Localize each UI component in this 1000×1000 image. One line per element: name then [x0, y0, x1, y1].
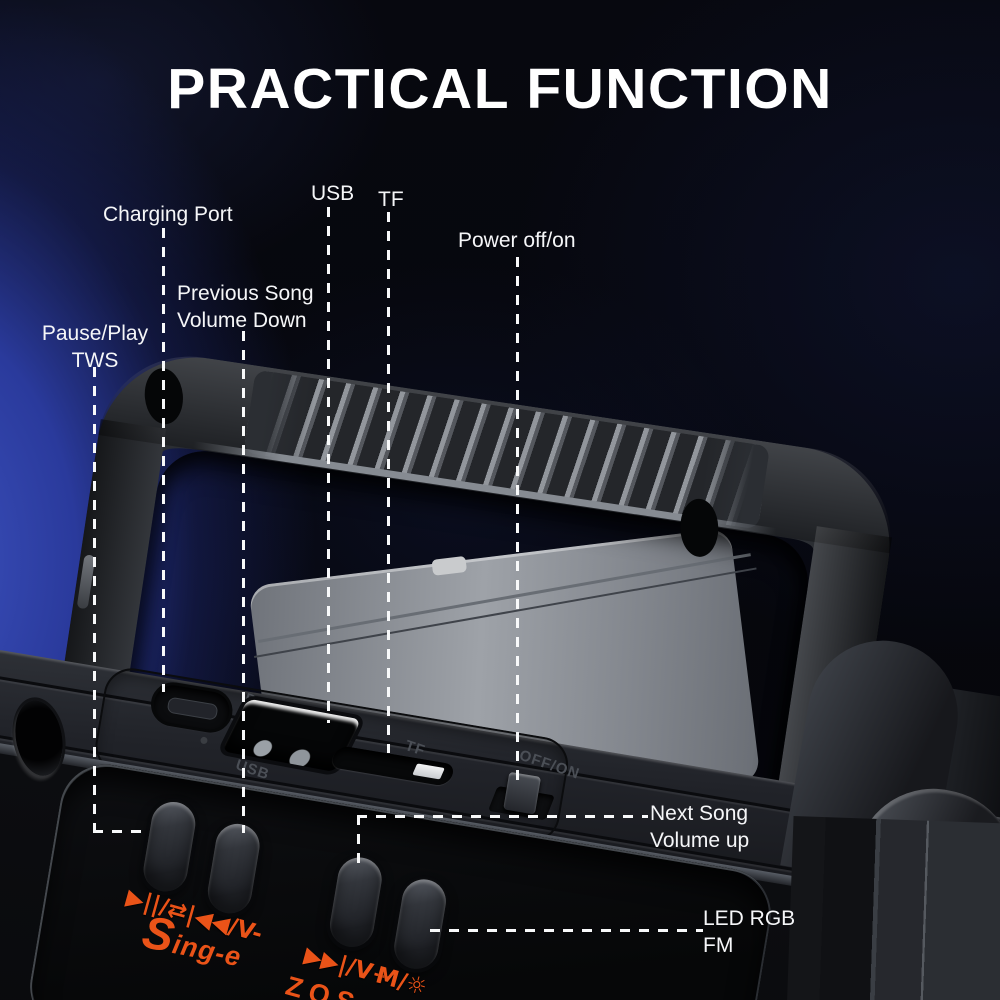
right-side-panels	[786, 816, 1000, 1000]
callout-led-rgb-line1: LED RGB	[703, 907, 796, 930]
callout-line-power	[516, 257, 519, 781]
callout-line-led-rgb	[430, 929, 703, 932]
callout-line-next-song-h	[357, 815, 648, 818]
callout-next-song-line1: Next Song	[650, 802, 749, 825]
callout-pause-play-line1: Pause/Play	[41, 322, 149, 345]
callout-line-usb	[327, 207, 330, 723]
callout-next-song-line2: Volume up	[650, 829, 750, 852]
callout-tf: TF	[378, 188, 404, 211]
callout-line-tf	[387, 212, 390, 753]
callout-line-pause-play-v	[93, 367, 96, 833]
callout-led-rgb: LED RGB FM	[703, 905, 795, 959]
power-switch-knob	[503, 771, 542, 815]
callout-line-pause-play-h	[93, 830, 148, 833]
callout-previous-song: Previous Song Volume Down	[177, 280, 314, 334]
callout-previous-song-line2: Volume Down	[177, 309, 307, 332]
callout-pause-play-line2: TWS	[71, 349, 119, 372]
page-title: PRACTICAL FUNCTION	[167, 57, 833, 121]
callout-charging-port: Charging Port	[103, 203, 233, 226]
dc-port-pin	[166, 696, 219, 721]
callout-led-rgb-line2: FM	[703, 934, 734, 957]
callout-usb: USB	[311, 182, 355, 205]
callout-pause-play: Pause/Play TWS	[36, 320, 154, 374]
callout-power: Power off/on	[458, 229, 576, 252]
callout-line-next-song-v	[357, 815, 360, 869]
tf-card-tip	[412, 763, 445, 780]
callout-line-charging-port	[162, 228, 165, 692]
callout-line-previous-song	[242, 331, 245, 833]
callout-next-song: Next Song Volume up	[650, 800, 749, 854]
callout-previous-song-line1: Previous Song	[177, 282, 314, 305]
